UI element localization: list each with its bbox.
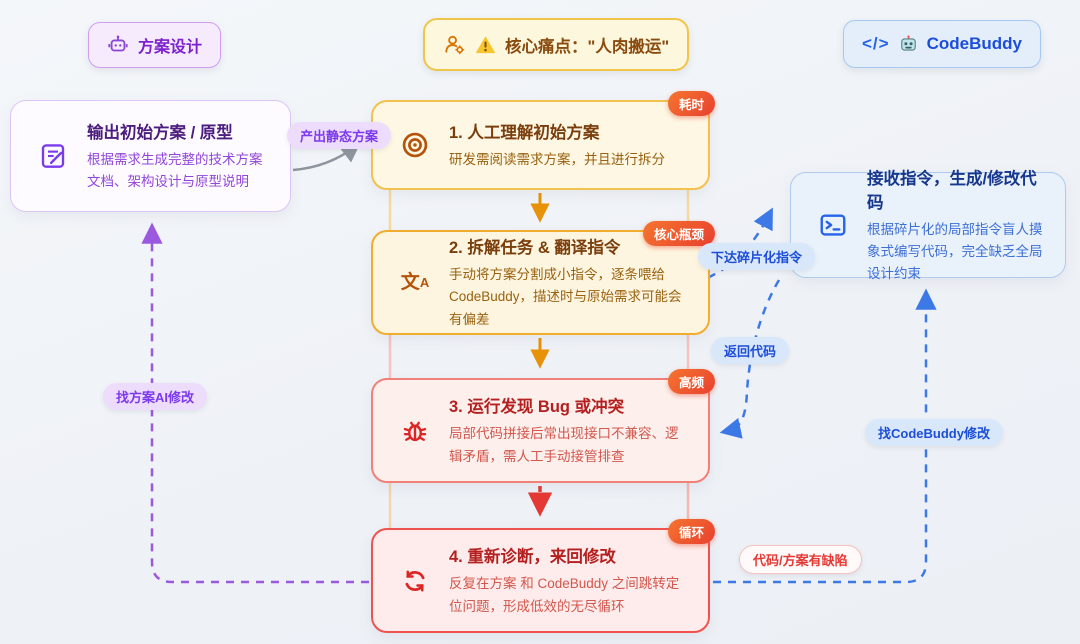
person-gear-icon — [445, 35, 465, 55]
plan-output-card: 输出初始方案 / 原型 根据需求生成完整的技术方案文档、架构设计与原型说明 — [10, 100, 291, 212]
document-edit-icon — [35, 141, 71, 171]
target-icon — [397, 129, 433, 161]
label-ask-codebuddy-fix: 找CodeBuddy修改 — [865, 419, 1003, 446]
badge-core-pain-point: 核心痛点："人肉搬运" — [423, 18, 690, 71]
bug-icon — [397, 416, 433, 446]
step-card-3: 高频 3. 运行发现 Bug 或冲突 局部代码拼接后常出现接口不兼容、逻辑矛盾，… — [371, 369, 715, 483]
step-4-title: 4. 重新诊断，来回修改 — [449, 548, 616, 567]
translate-icon-latin: A — [419, 275, 430, 290]
refresh-icon — [397, 566, 433, 596]
translate-icon-cjk: 文 — [400, 272, 420, 293]
step-2-tag: 核心瓶颈 — [642, 221, 715, 246]
warning-icon — [476, 36, 495, 54]
step-1-title: 1. 人工理解初始方案 — [449, 123, 600, 142]
plan-card-desc: 根据需求生成完整的技术方案文档、架构设计与原型说明 — [87, 151, 263, 189]
label-send-fragmented-instructions: 下达碎片化指令 — [698, 243, 816, 270]
step-1-tag: 耗时 — [667, 91, 715, 116]
codebuddy-card-title: 接收指令，生成/修改代码 — [867, 169, 1037, 212]
label-ask-plan-ai-fix: 找方案AI修改 — [103, 383, 208, 410]
label-produce-static-plan: 产出静态方案 — [287, 122, 392, 149]
step-3-desc: 局部代码拼接后常出现接口不兼容、逻辑矛盾，需人工手动接管排查 — [449, 426, 679, 464]
label-code-plan-defect: 代码/方案有缺陷 — [739, 545, 862, 574]
step-card-1: 耗时 1. 人工理解初始方案 研发需阅读需求方案，并且进行拆分 — [371, 91, 715, 190]
step-2-desc: 手动将方案分割成小指令，逐条喂给 CodeBuddy，描述时与原始需求可能会有偏… — [449, 267, 682, 327]
step-4-desc: 反复在方案 和 CodeBuddy 之间跳转定位问题，形成低效的无尽循环 — [449, 576, 680, 614]
arrow-produce-static-plan — [292, 142, 361, 172]
step-2-title: 2. 拆解任务 & 翻译指令 — [449, 239, 621, 258]
robot-emoji-icon — [900, 35, 916, 51]
badge-codebuddy-label: CodeBuddy — [926, 34, 1022, 53]
codebuddy-card: 接收指令，生成/修改代码 根据碎片化的局部指令盲人摸象式编写代码，完全缺乏全局设… — [790, 170, 1066, 281]
badge-codebuddy: </> CodeBuddy — [843, 20, 1041, 68]
step-1-desc: 研发需阅读需求方案，并且进行拆分 — [449, 151, 665, 167]
plan-card-title: 输出初始方案 / 原型 — [87, 123, 233, 142]
robot-icon — [108, 35, 128, 52]
badge-plan-design-label: 方案设计 — [138, 39, 203, 56]
badge-core-pain-point-label: 核心痛点："人肉搬运" — [505, 37, 670, 56]
codebuddy-card-desc: 根据碎片化的局部指令盲人摸象式编写代码，完全缺乏全局设计约束 — [867, 221, 1043, 282]
code-brackets-icon: </> — [862, 34, 890, 53]
step-4-tag: 循环 — [667, 519, 715, 544]
step-3-tag: 高频 — [667, 369, 715, 394]
step-card-4: 循环 4. 重新诊断，来回修改 反复在方案 和 CodeBuddy 之间跳转定位… — [371, 519, 715, 633]
badge-plan-design: 方案设计 — [88, 22, 222, 68]
label-return-code: 返回代码 — [711, 337, 790, 364]
terminal-icon — [815, 210, 851, 240]
step-3-title: 3. 运行发现 Bug 或冲突 — [449, 398, 625, 417]
